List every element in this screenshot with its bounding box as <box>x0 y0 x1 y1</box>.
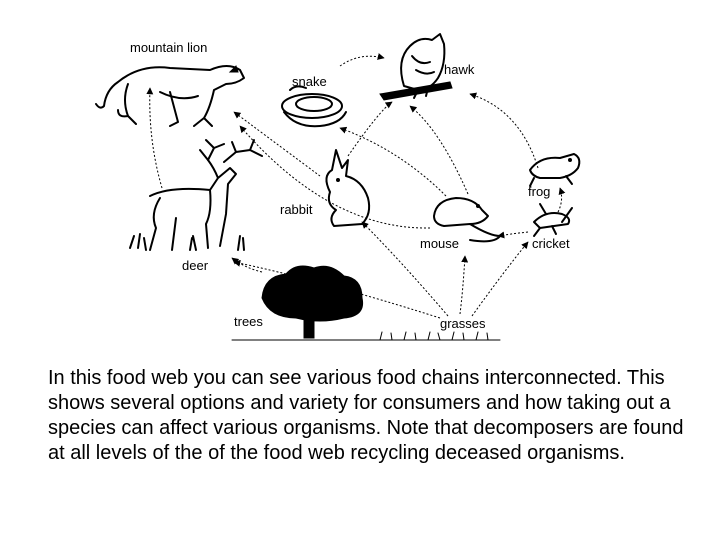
label-mountain-lion: mountain lion <box>130 40 207 55</box>
arrow-rabbit-to-lion <box>233 111 321 177</box>
mountain-lion-illustration <box>95 65 245 127</box>
label-mouse: mouse <box>420 236 459 251</box>
label-frog: frog <box>528 184 550 199</box>
food-web-diagram: mountain lion snake hawk deer rabbit fro… <box>95 33 581 341</box>
arrow-cricket-to-mouse <box>497 231 529 239</box>
frog-illustration <box>529 153 581 187</box>
deer-illustration <box>129 139 263 251</box>
arrow-grasses-to-rabbit <box>361 221 449 317</box>
grasses-illustration <box>231 331 501 341</box>
arrow-cricket-to-frog <box>557 187 566 213</box>
label-grasses: grasses <box>440 316 486 331</box>
label-deer: deer <box>182 258 209 273</box>
arrow-mouse-to-lion <box>239 125 431 229</box>
arrow-mouse-to-snake <box>339 126 447 197</box>
mouse-illustration <box>433 197 501 243</box>
label-trees: trees <box>234 314 263 329</box>
cricket-illustration <box>533 203 573 237</box>
label-snake: snake <box>292 74 327 89</box>
caption-text: In this food web you can see various foo… <box>48 367 684 464</box>
trees-illustration <box>261 265 364 339</box>
arrow-grasses-to-cricket <box>471 241 529 317</box>
label-hawk: hawk <box>444 62 475 77</box>
arrow-deer-to-lion <box>146 87 163 189</box>
label-cricket: cricket <box>532 236 570 251</box>
snake-illustration <box>281 85 347 128</box>
arrow-frog-to-hawk <box>469 92 539 169</box>
arrow-snake-to-hawk <box>339 53 385 67</box>
label-rabbit: rabbit <box>280 202 313 217</box>
arrow-rabbit-to-hawk <box>347 101 393 157</box>
arrow-trees-to-deer <box>231 257 263 273</box>
arrow-mouse-to-hawk <box>409 105 469 195</box>
rabbit-illustration <box>325 149 371 227</box>
hawk-illustration <box>379 33 453 101</box>
arrow-grasses-to-mouse <box>459 255 469 315</box>
